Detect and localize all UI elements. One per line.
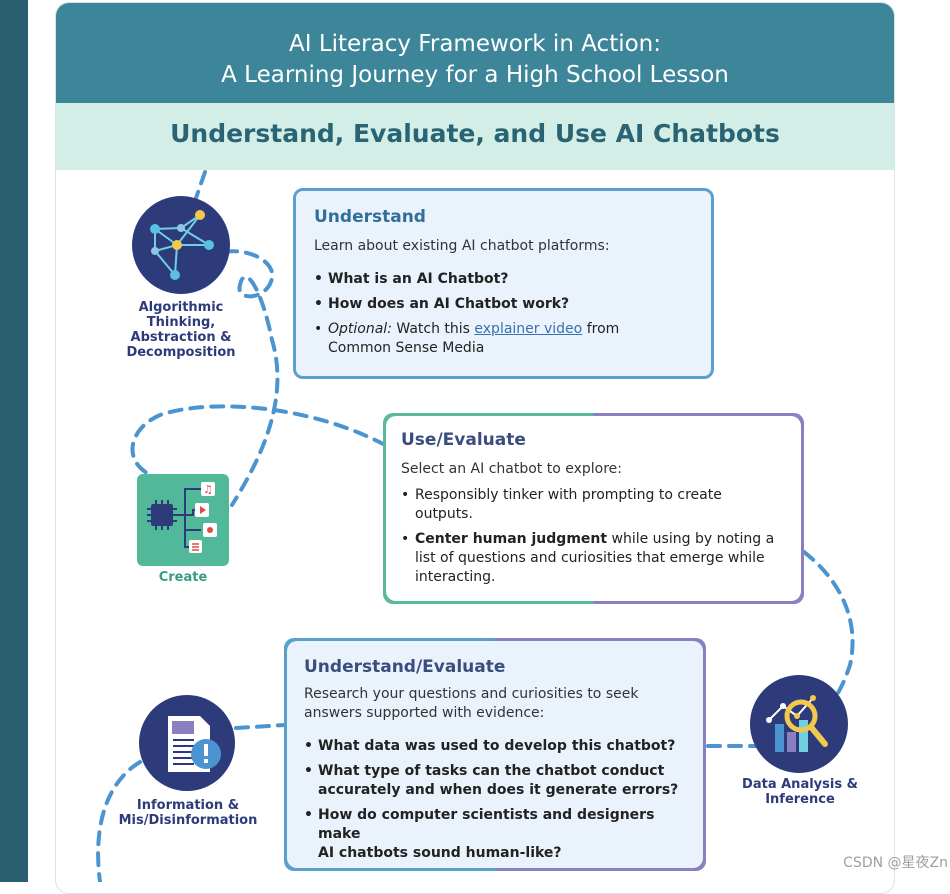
list-item: Optional: Watch this explainer video fro… (314, 320, 704, 358)
watermark: CSDN @星夜Zn (843, 855, 948, 871)
left-sidebar-strip (0, 0, 28, 882)
label-line: Algorithmic (138, 300, 224, 315)
document-alert-icon (139, 695, 235, 791)
svg-text:♫: ♫ (203, 483, 213, 496)
label-line: Mis/Disinformation (118, 813, 258, 828)
use-evaluate-intro: Select an AI chatbot to explore: (401, 461, 623, 477)
optional-label: Optional: (328, 321, 392, 337)
list-text: Common Sense Media (328, 340, 485, 356)
list-item: How does an AI Chatbot work? (314, 295, 704, 314)
list-text: How do computer scientists and designers… (318, 807, 655, 842)
subheader-title: Understand, Evaluate, and Use AI Chatbot… (170, 119, 780, 148)
intro-text: answers supported with evidence: (304, 705, 545, 721)
header-banner: AI Literacy Framework in Action: A Learn… (56, 3, 894, 103)
intro-text: Research your questions and curiosities … (304, 686, 639, 702)
list-item: How do computer scientists and designers… (304, 806, 699, 863)
list-text: from (582, 321, 620, 337)
label-line: Information & (136, 798, 240, 813)
create-label: Create (158, 570, 208, 585)
header-title-line2: A Learning Journey for a High School Les… (221, 62, 729, 88)
use-evaluate-box: Use/Evaluate Select an AI chatbot to exp… (386, 416, 801, 601)
list-item: Responsibly tinker with prompting to cre… (401, 486, 791, 524)
chip-media-icon: ♫ (137, 474, 229, 566)
data-analysis-label: Data Analysis & Inference (742, 777, 858, 807)
use-evaluate-title: Use/Evaluate (401, 430, 526, 450)
understand-box: Understand Learn about existing AI chatb… (293, 188, 714, 379)
network-graph-icon (132, 196, 230, 294)
use-evaluate-list: Responsibly tinker with prompting to cre… (401, 486, 791, 587)
list-text: while using by noting a (607, 531, 775, 547)
list-item: What data was used to develop this chatb… (304, 737, 699, 756)
information-label: Information & Mis/Disinformation (118, 798, 258, 828)
label-line: Thinking, (146, 315, 216, 330)
understand-evaluate-box: Understand/Evaluate Research your questi… (287, 641, 703, 868)
list-text: list of questions and curiosities that e… (415, 550, 765, 566)
understand-intro: Learn about existing AI chatbot platform… (314, 238, 610, 254)
subheader-banner: Understand, Evaluate, and Use AI Chatbot… (56, 103, 894, 170)
label-line: Abstraction & (130, 330, 232, 345)
list-item: What is an AI Chatbot? (314, 270, 704, 289)
algorithmic-thinking-label: Algorithmic Thinking, Abstraction & Deco… (120, 300, 242, 360)
list-text: Watch this (391, 321, 475, 337)
explainer-video-link[interactable]: explainer video (474, 321, 583, 337)
understand-list: What is an AI Chatbot? How does an AI Ch… (314, 270, 704, 358)
understand-evaluate-list: What data was used to develop this chatb… (304, 737, 699, 863)
list-text: outputs. (415, 506, 473, 522)
list-text-bold: Center human judgment (415, 531, 608, 547)
list-item: What type of tasks can the chatbot condu… (304, 762, 699, 800)
label-line: Inference (765, 792, 835, 807)
label-line: Decomposition (126, 345, 236, 360)
understand-evaluate-intro: Research your questions and curiosities … (304, 685, 638, 723)
list-text: accurately and when does it generate err… (318, 782, 679, 798)
header-title-line1: AI Literacy Framework in Action: (288, 31, 661, 57)
magnifier-chart-icon (750, 675, 848, 773)
understand-evaluate-title: Understand/Evaluate (304, 657, 506, 677)
list-text: interacting. (415, 569, 496, 585)
list-text: What type of tasks can the chatbot condu… (318, 763, 665, 779)
list-item: Center human judgment while using by not… (401, 530, 791, 587)
list-text: AI chatbots sound human-like? (318, 845, 562, 861)
list-text: Responsibly tinker with prompting to cre… (415, 487, 722, 503)
understand-title: Understand (314, 207, 426, 227)
label-line: Data Analysis & (742, 777, 858, 792)
